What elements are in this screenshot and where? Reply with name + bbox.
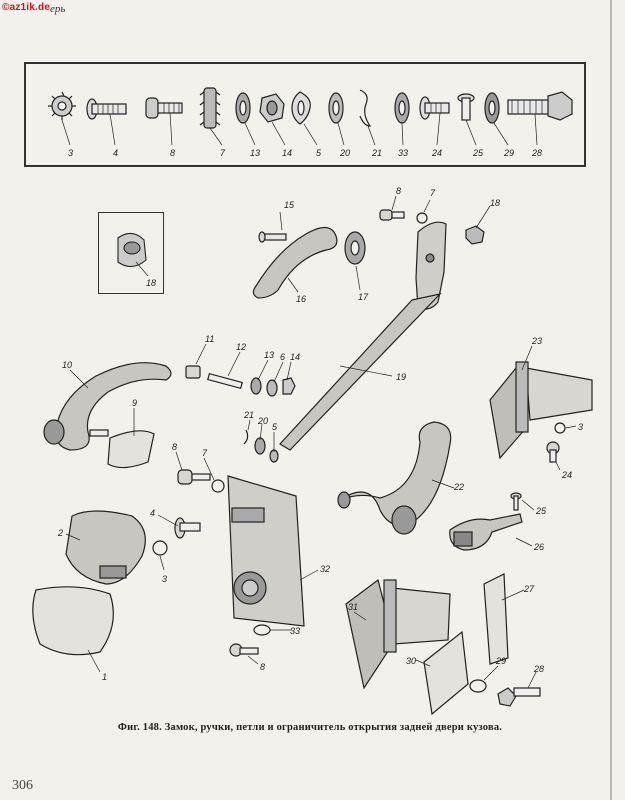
part-label: 8 — [396, 186, 401, 196]
part-label: 31 — [348, 602, 358, 612]
page-edge-rule — [610, 0, 612, 800]
part-label: 1 — [102, 672, 107, 682]
fastener-label: 13 — [250, 148, 260, 158]
part-label: 12 — [236, 342, 246, 352]
lock-gasket-drawing — [32, 586, 114, 656]
part-label: 24 — [561, 470, 572, 480]
part-label: 23 — [531, 336, 542, 346]
running-header: ерь — [50, 3, 66, 15]
fastener-label: 28 — [531, 148, 542, 158]
screw-drawing — [86, 98, 127, 120]
part-label: 28 — [533, 664, 544, 674]
part-label: 7 — [430, 188, 436, 198]
hinge-gasket-upper-drawing — [483, 573, 509, 665]
door-check-link-drawing — [279, 221, 447, 451]
fastener-label: 33 — [398, 148, 408, 158]
part-label: 2 — [57, 528, 63, 538]
nut-drawing — [465, 225, 485, 245]
small-screw-drawing — [379, 209, 428, 224]
part-label: 15 — [284, 200, 295, 210]
toothed-lock-washer-drawing — [48, 91, 76, 120]
fasteners-frame — [24, 62, 586, 167]
gasket-drawing — [107, 430, 155, 469]
part-label: 7 — [202, 448, 208, 458]
spindle-parts-drawing — [185, 365, 296, 397]
part-label: 26 — [533, 542, 544, 552]
part-label: 8 — [172, 442, 177, 452]
part-label: 3 — [162, 574, 167, 584]
part-label: 10 — [62, 360, 72, 370]
inset-nut-drawing — [117, 232, 149, 277]
part-label: 8 — [260, 662, 265, 672]
fastener-label: 24 — [431, 148, 442, 158]
fastener-label: 4 — [113, 148, 118, 158]
part-label: 30 — [406, 656, 416, 666]
part-label: 32 — [320, 564, 330, 574]
part-label: 21 — [243, 410, 254, 420]
fastener-label: 29 — [503, 148, 514, 158]
round-head-screw-drawing — [145, 97, 183, 119]
page-number: 306 — [12, 778, 33, 793]
part-label: 22 — [453, 482, 464, 492]
part-labels: 15 16 17 8 7 18 19 11 12 13 6 14 10 9 21… — [57, 186, 583, 682]
countersunk-screw-drawing — [419, 96, 450, 120]
watermark: ©az1ik.de — [2, 2, 51, 13]
fastener-label: 20 — [339, 148, 350, 158]
part-label: 17 — [358, 292, 369, 302]
fastener-label: 21 — [371, 148, 382, 158]
part-label: 18 — [490, 198, 500, 208]
fastener-labels: 3 4 8 7 13 14 5 20 21 33 24 25 29 28 — [68, 148, 542, 158]
leader-lines — [65, 195, 577, 689]
star-washer-drawing — [199, 87, 221, 129]
fasteners-row — [48, 87, 573, 146]
lock-mechanism-drawing — [227, 475, 305, 627]
part-label: 19 — [396, 372, 406, 382]
hinge-gasket-drawing — [423, 630, 469, 716]
rivet-drawing — [457, 93, 475, 121]
fastener-label: 7 — [220, 148, 226, 158]
side-handle-drawing — [337, 421, 452, 535]
part-label: 27 — [523, 584, 535, 594]
hex-bolt-drawing — [507, 91, 573, 121]
part-label: 13 — [264, 350, 274, 360]
inner-handle-drawing — [252, 226, 338, 299]
part-label: 6 — [280, 352, 285, 362]
figure-caption: Фиг. 148. Замок, ручки, петли и ограничи… — [117, 722, 503, 733]
fastener-label: 5 — [316, 148, 322, 158]
part-label: 20 — [257, 416, 268, 426]
part-label: 14 — [290, 352, 300, 362]
part-label: 11 — [205, 334, 214, 344]
fastener-label: 8 — [170, 148, 175, 158]
striker-drawing — [449, 513, 523, 551]
hex-nut-drawing — [259, 93, 285, 123]
part-label: 4 — [150, 508, 155, 518]
fastener-label: 14 — [282, 148, 292, 158]
inset-label: 18 — [146, 278, 156, 288]
part-label: 9 — [132, 398, 137, 408]
lower-hinge-drawing — [345, 578, 451, 690]
inset-frame — [98, 212, 164, 294]
part-label: 5 — [272, 422, 278, 432]
upper-hinge-drawing — [489, 361, 593, 460]
part-label: 33 — [290, 626, 300, 636]
part-label: 25 — [535, 506, 547, 516]
fastener-label: 25 — [472, 148, 484, 158]
rosette-washer-drawing — [344, 231, 366, 265]
fastener-label: 3 — [68, 148, 73, 158]
part-label: 16 — [296, 294, 306, 304]
part-label: 3 — [578, 422, 583, 432]
part-label: 29 — [495, 656, 506, 666]
